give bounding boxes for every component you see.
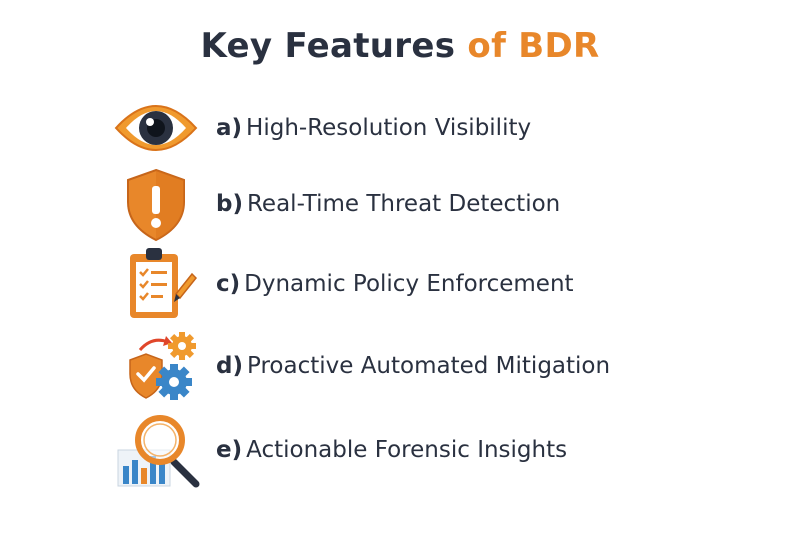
feature-item-visibility: a)High-Resolution Visibility [108, 88, 708, 168]
feature-item-threat-detection: b)Real-Time Threat Detection [108, 164, 708, 244]
title-main: Key Features [200, 26, 456, 66]
magnifier-chart-icon [108, 410, 204, 490]
shield-alert-icon [108, 164, 204, 244]
feature-label: e)Actionable Forensic Insights [216, 437, 568, 463]
eye-icon [108, 88, 204, 168]
feature-label: c)Dynamic Policy Enforcement [216, 271, 574, 297]
feature-item-automated-mitigation: d)Proactive Automated Mitigation [108, 326, 708, 406]
feature-label: a)High-Resolution Visibility [216, 115, 532, 141]
feature-label: d)Proactive Automated Mitigation [216, 353, 611, 379]
feature-item-forensic-insights: e)Actionable Forensic Insights [108, 410, 708, 490]
clipboard-checklist-icon [108, 244, 204, 324]
title-accent: of BDR [467, 26, 600, 66]
feature-item-policy-enforcement: c)Dynamic Policy Enforcement [108, 244, 708, 324]
shield-gears-icon [108, 326, 204, 406]
page-title: Key Features of BDR [0, 26, 800, 66]
feature-label: b)Real-Time Threat Detection [216, 191, 561, 217]
